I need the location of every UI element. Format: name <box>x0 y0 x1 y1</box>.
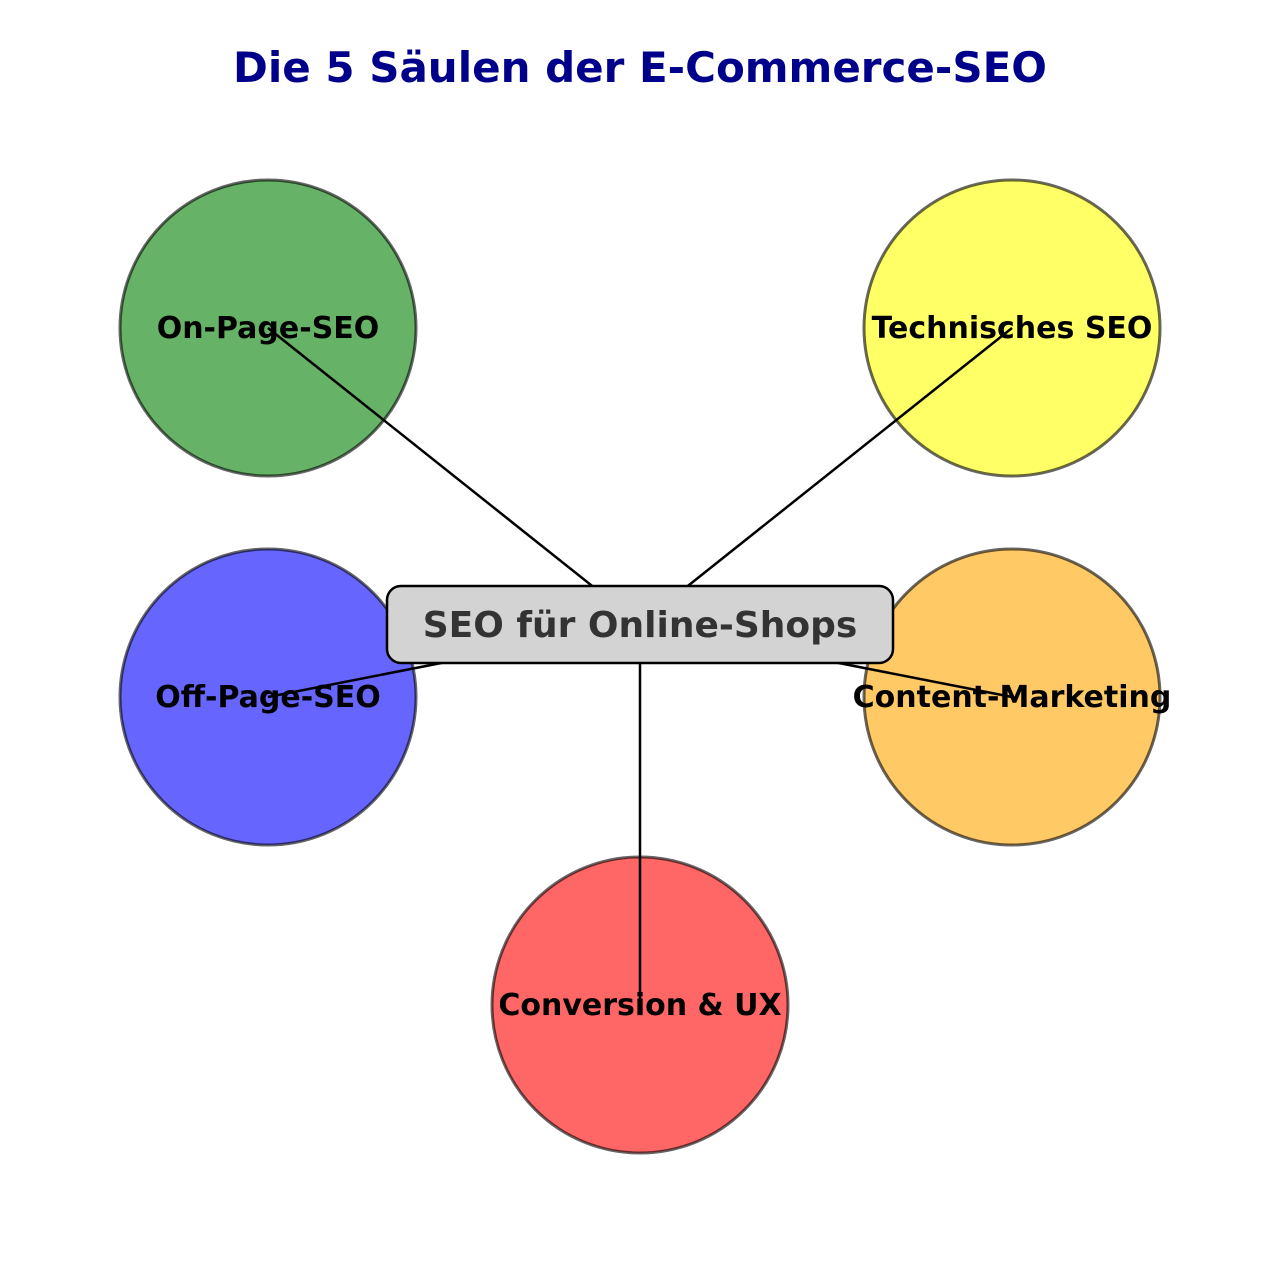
pillar-label-off-page-seo: Off-Page-SEO <box>155 680 381 715</box>
diagram-title: Die 5 Säulen der E-Commerce-SEO <box>233 43 1047 92</box>
connector-line-on-page-seo <box>267 327 641 625</box>
pillar-label-content-marketing: Content-Marketing <box>853 680 1172 715</box>
pillar-label-conversion-ux: Conversion & UX <box>498 988 781 1023</box>
connector-line-technisches-seo <box>639 327 1013 625</box>
center-label: SEO für Online-Shops <box>423 605 858 646</box>
center-box <box>385 584 895 665</box>
pillar-label-on-page-seo: On-Page-SEO <box>157 311 380 346</box>
pillar-label-technisches-seo: Technisches SEO <box>872 311 1153 346</box>
